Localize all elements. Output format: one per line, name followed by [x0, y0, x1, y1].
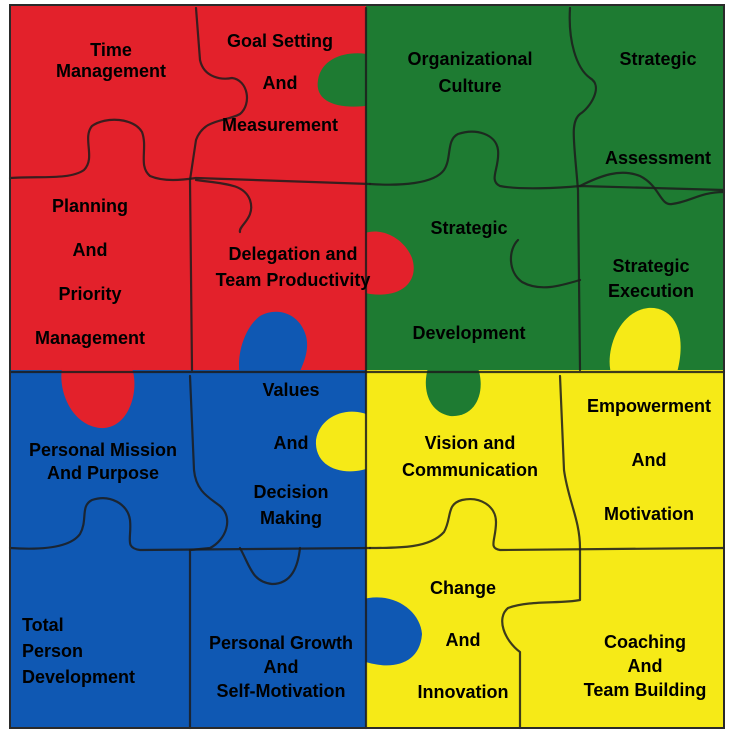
vision-line2: Communication — [401, 460, 539, 480]
piece-empowerment: Empowerment And Motivation — [587, 396, 711, 525]
total-person-line1: Total — [22, 615, 64, 635]
green-knob-into-red — [317, 53, 372, 107]
piece-personal-growth: Personal Growth And Self-Motivation — [209, 633, 353, 702]
piece-planning: Planning And Priority Management — [35, 196, 145, 349]
goal-setting-line3: Measurement — [221, 115, 339, 135]
piece-change: Change And Innovation — [418, 578, 509, 703]
values-line1: Values — [262, 380, 320, 400]
piece-goal-setting: Goal Setting And Measurement — [222, 31, 338, 136]
green-knob-into-yellow — [425, 368, 481, 417]
org-culture-line1: Organizational — [407, 49, 533, 69]
goal-setting-line2: And — [262, 73, 298, 93]
piece-strategic-execution: Strategic Execution — [608, 256, 694, 302]
change-line3: Innovation — [417, 682, 509, 702]
coaching-line3: Team Building — [583, 680, 707, 700]
planning-line3: Priority — [58, 284, 122, 304]
piece-personal-mission: Personal Mission And Purpose — [29, 440, 177, 484]
empowerment-line3: Motivation — [604, 504, 694, 524]
time-management-line2: Management — [55, 61, 167, 81]
values-line4: Making — [259, 508, 322, 528]
personal-growth-line1: Personal Growth — [208, 633, 354, 653]
piece-delegation: Delegation and Team Productivity — [216, 244, 371, 291]
blue-knob-into-red — [238, 311, 308, 376]
planning-line2: And — [72, 240, 108, 260]
org-culture-line2: Culture — [438, 76, 502, 96]
personal-mission-line1: Personal Mission — [28, 440, 178, 460]
piece-values: Values And Decision Making — [253, 380, 328, 529]
red-knob-into-green — [360, 231, 414, 295]
piece-organizational-culture: Organizational Culture — [407, 49, 532, 97]
piece-coaching: Coaching And Team Building — [584, 632, 707, 701]
empowerment-line2: And — [631, 450, 667, 470]
total-person-line3: Development — [22, 667, 136, 687]
piece-strategic-development: Strategic Development — [412, 218, 525, 344]
change-line1: Change — [429, 578, 496, 598]
blue-knob-into-yellow — [360, 597, 422, 666]
planning-line1: Planning — [52, 196, 128, 216]
cut-lines — [8, 6, 726, 730]
piece-vision: Vision and Communication — [402, 433, 538, 481]
piece-strategic-assessment: Strategic Assessment — [605, 49, 711, 169]
coaching-line2: And — [627, 656, 663, 676]
vision-line1: Vision and — [424, 433, 516, 453]
total-person-line2: Person — [22, 641, 84, 661]
empowerment-line1: Empowerment — [586, 396, 712, 416]
planning-line4: Management — [34, 328, 146, 348]
piece-time-management: Time Management — [56, 40, 166, 82]
delegation-line1: Delegation and — [228, 244, 358, 264]
goal-setting-line1: Goal Setting — [226, 31, 334, 51]
yellow-knob-into-green — [609, 307, 681, 376]
time-management-line1: Time — [90, 40, 132, 60]
strategic-execution-line2: Execution — [607, 281, 695, 301]
strategic-assessment-line1: Strategic — [619, 49, 697, 69]
personal-mission-line2: And Purpose — [46, 463, 160, 483]
personal-growth-line2: And — [263, 657, 299, 677]
yellow-knob-into-blue — [315, 411, 374, 472]
values-line2: And — [273, 433, 309, 453]
change-line2: And — [445, 630, 481, 650]
strategic-assessment-line2: Assessment — [604, 148, 712, 168]
red-knob-into-blue — [61, 368, 135, 429]
strategic-execution-line1: Strategic — [612, 256, 690, 276]
values-line3: Decision — [253, 482, 329, 502]
delegation-line2: Team Productivity — [215, 270, 371, 290]
strategic-development-line2: Development — [412, 323, 526, 343]
strategic-development-line1: Strategic — [430, 218, 508, 238]
coaching-line1: Coaching — [603, 632, 687, 652]
puzzle-border — [9, 4, 725, 729]
piece-total-person: Total Person Development — [22, 615, 135, 688]
personal-growth-line3: Self-Motivation — [216, 681, 346, 701]
